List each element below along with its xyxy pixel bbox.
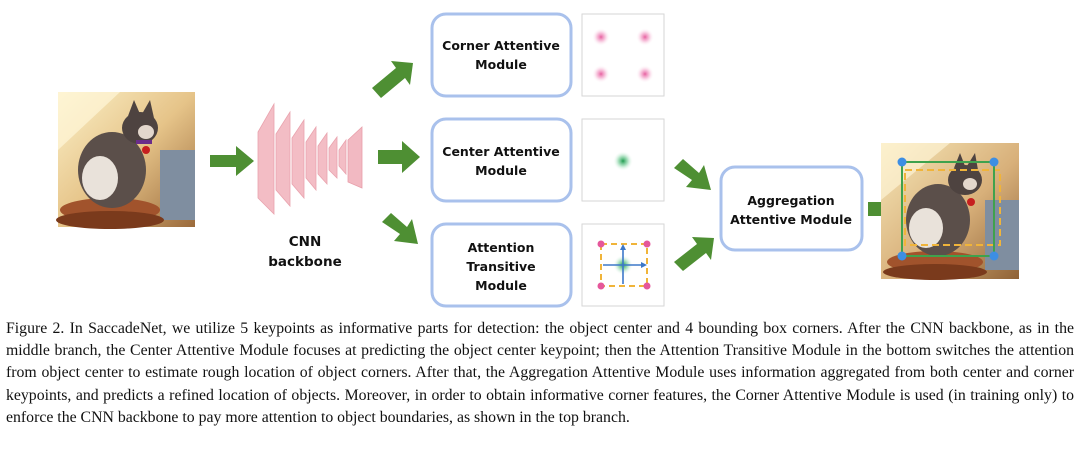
- arrow-to-corner-module: [372, 61, 413, 98]
- arrow-center-to-aggregation: [674, 159, 711, 190]
- cnn-backbone-layers: [257, 102, 363, 215]
- center-attentive-module: [430, 117, 573, 203]
- aggregation-attentive-module: [719, 165, 864, 252]
- center-heatmap: [581, 118, 665, 202]
- center-module-label-2: Module: [475, 163, 527, 178]
- refined-bounding-box: [897, 157, 1001, 261]
- transitive-module-label-1: Attention: [468, 240, 535, 255]
- corner-attentive-module: [430, 12, 573, 98]
- saccadenet-diagram: CNN backbone Corner Attentive Module Cen…: [56, 12, 1019, 308]
- cnn-label-line2: backbone: [268, 254, 341, 270]
- figure-caption: Figure 2. In SaccadeNet, we utilize 5 ke…: [6, 320, 1074, 426]
- transitive-module-label-3: Module: [475, 278, 527, 293]
- transitive-heatmap: [581, 223, 665, 307]
- corner-module-label-1: Corner Attentive: [442, 38, 560, 53]
- aggregation-label-1: Aggregation: [747, 193, 834, 208]
- aggregation-label-2: Attentive Module: [730, 212, 852, 227]
- arrow-to-backbone: [210, 146, 254, 176]
- arrow-to-transitive-module: [382, 213, 418, 244]
- center-module-label-1: Center Attentive: [442, 144, 559, 159]
- corner-heatmap: [581, 13, 665, 97]
- transitive-module-label-2: Transitive: [466, 259, 535, 274]
- attention-transitive-module: [430, 222, 573, 308]
- cnn-label-line1: CNN: [289, 234, 322, 250]
- corner-module-label-2: Module: [475, 57, 527, 72]
- arrow-transitive-to-aggregation: [674, 237, 714, 271]
- input-cat-photo: [56, 92, 195, 229]
- arrow-to-center-module: [378, 141, 420, 173]
